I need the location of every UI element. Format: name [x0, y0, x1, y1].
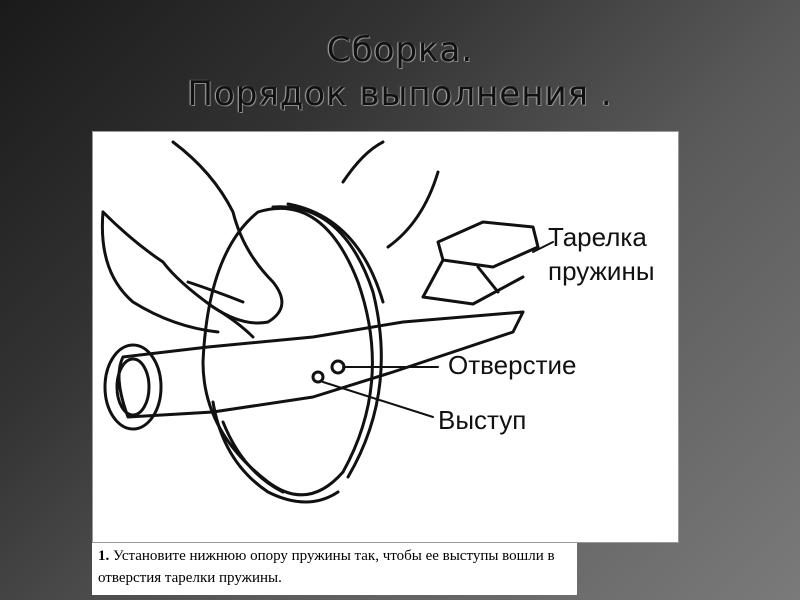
slide-title: Сборка. Порядок выполнения . [0, 28, 800, 116]
step-number: 1. [98, 548, 110, 564]
slide-title-line-1: Сборка. [326, 30, 474, 70]
hand [101, 140, 284, 325]
leader-spring-plate [532, 241, 554, 253]
tube-end [103, 343, 163, 431]
step-text: Установите нижнюю опору пружины так, что… [98, 548, 555, 586]
callout-protrusion: Выступ [438, 405, 527, 435]
callout-hole: Отверстие [448, 350, 577, 380]
step-caption: 1. Установите нижнюю опору пружины так, … [92, 543, 577, 595]
protrusion-point [311, 370, 325, 384]
slide-title-line-2: Порядок выполнения . [187, 74, 613, 114]
spring-plate [436, 220, 540, 269]
assembly-illustration: Тарелка пружины Отверстие Выступ [92, 131, 679, 543]
spring-seat-disk [201, 206, 374, 497]
callout-spring-plate: Тарелка пружины [548, 222, 655, 286]
leader-protrusion [322, 381, 434, 418]
spring-seat-drawing [100, 140, 554, 504]
